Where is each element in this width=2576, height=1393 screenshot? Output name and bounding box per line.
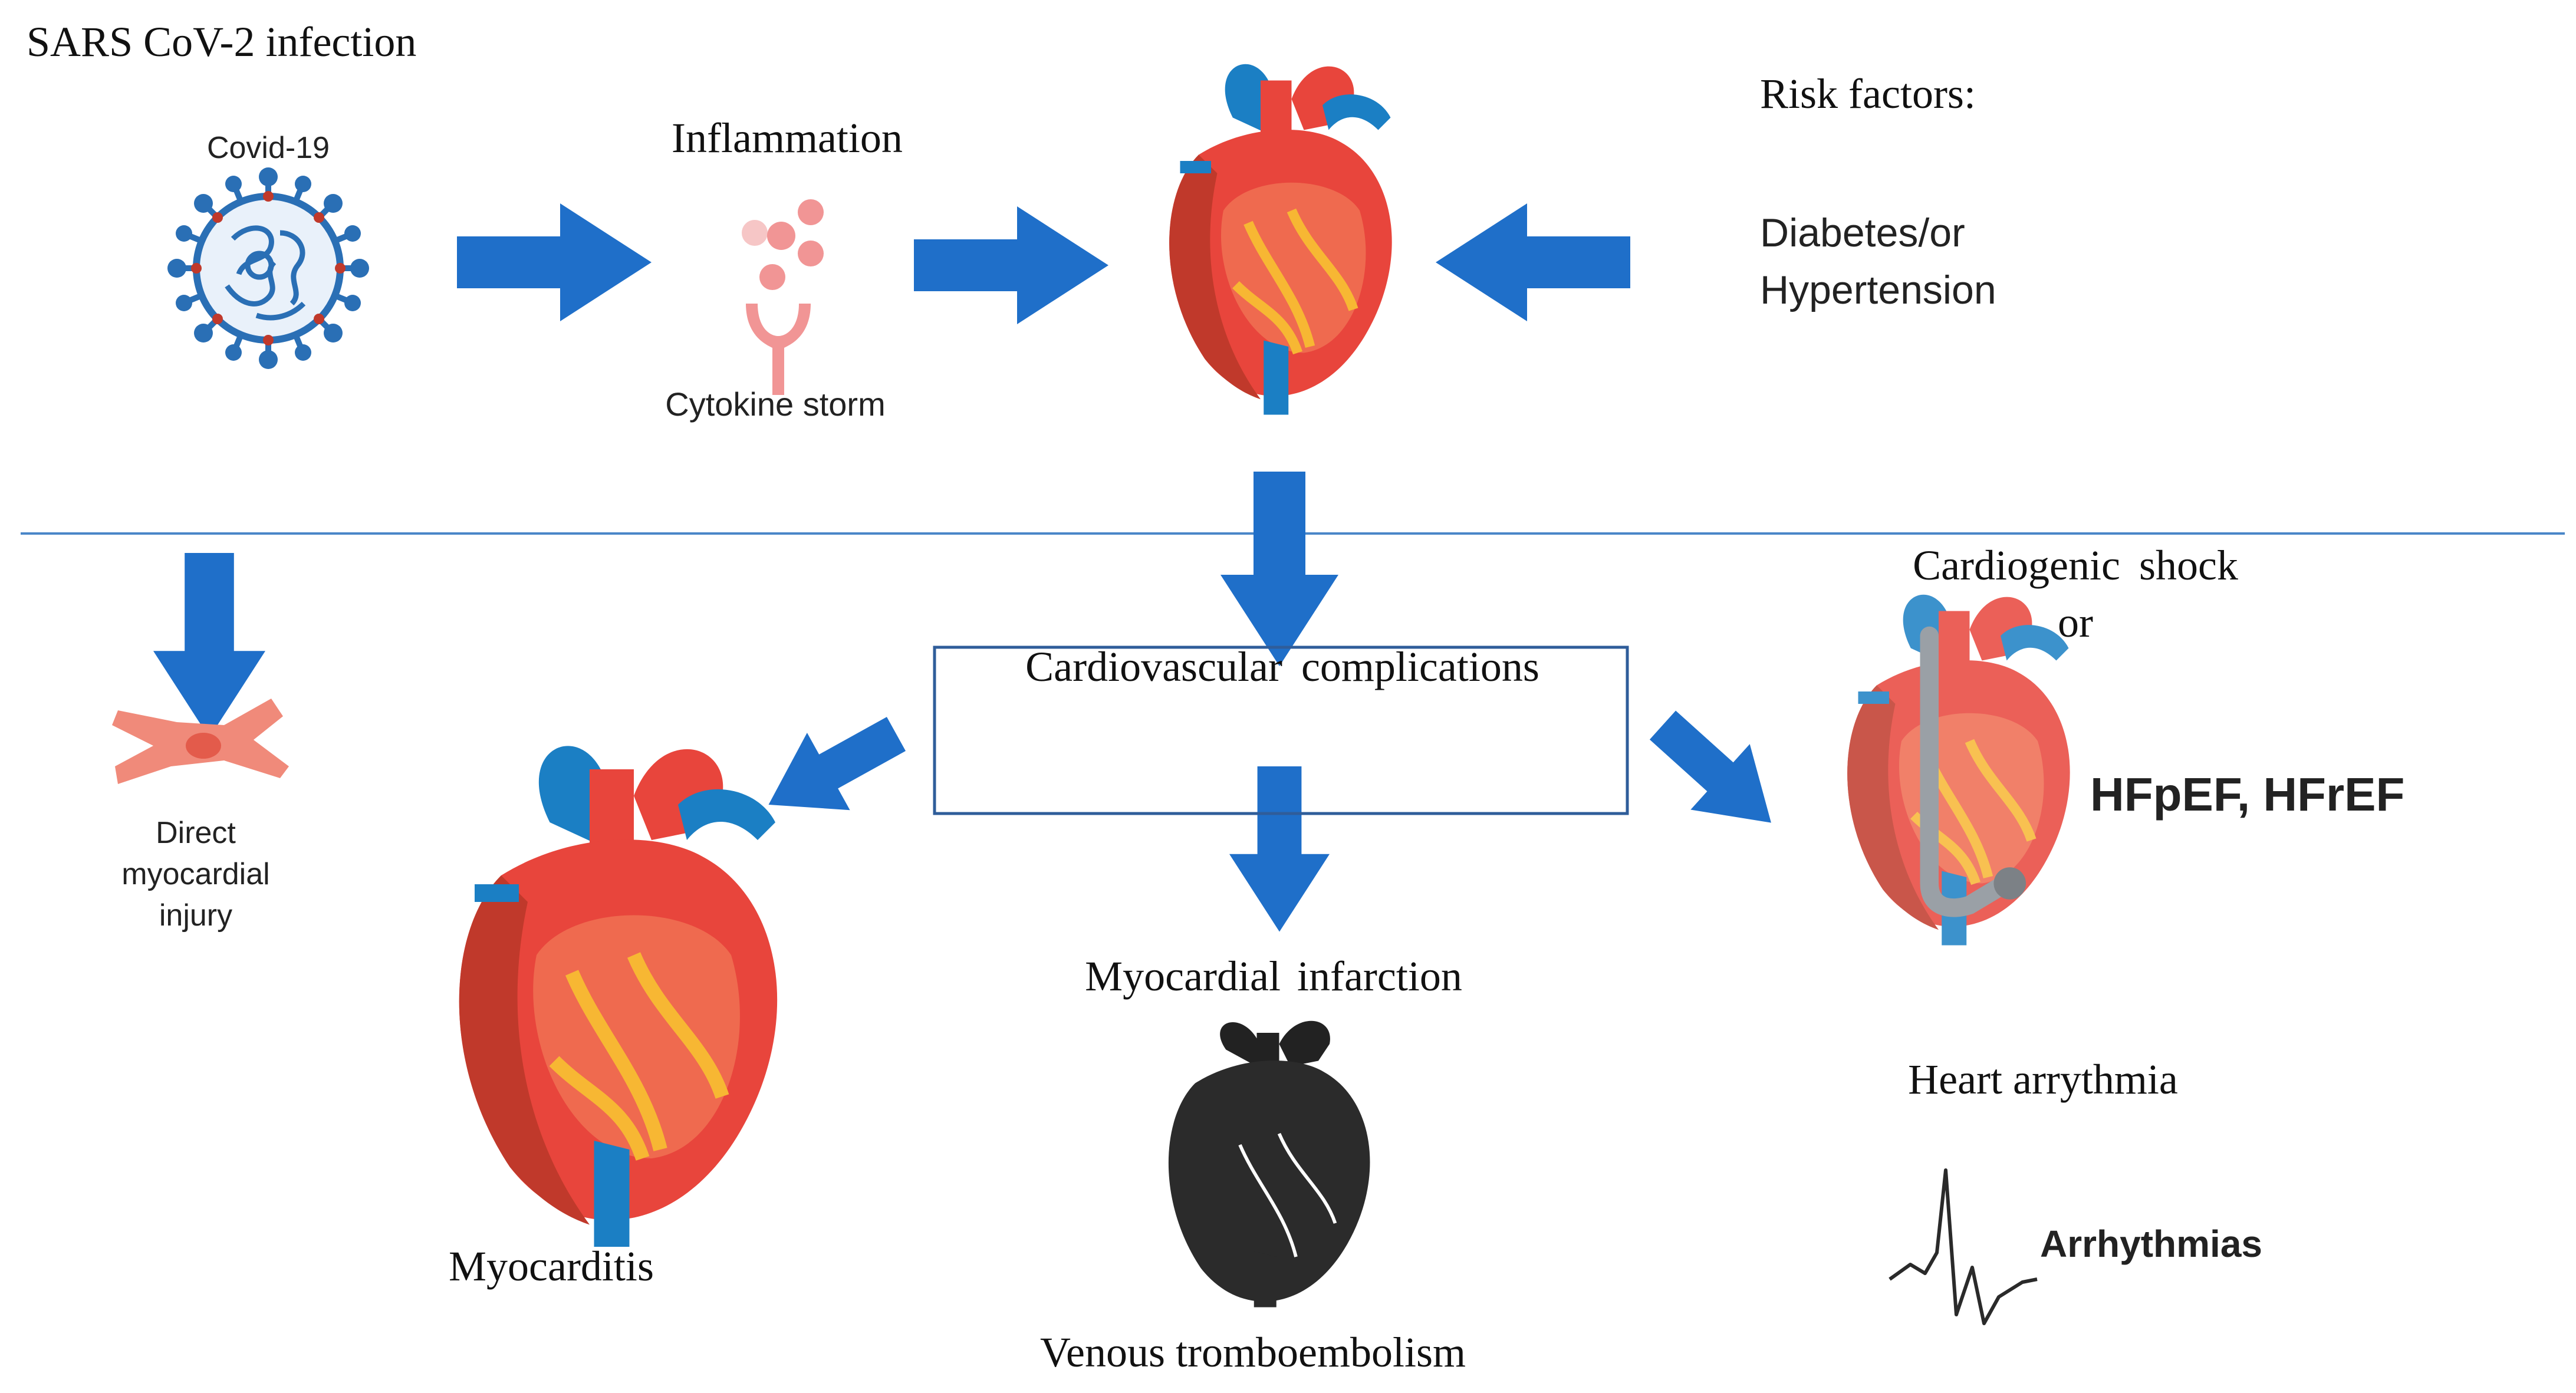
arrow-box-to-infarction [1229,766,1330,932]
inflammation-label: Inflammation [672,114,903,162]
infarction-label: Myocardial infarction [1085,953,1462,1000]
direct-injury-line2: myocardial [121,857,269,891]
arrythmia-label: Heart arrythmia [1908,1056,2178,1103]
vte-label: Venous tromboembolism [1040,1329,1466,1376]
arrow-risk-to-heart [1436,203,1630,321]
complications-box [933,646,1629,815]
shock-or-label: or [2058,599,2093,646]
virus-icon [167,167,369,369]
risk-factors-title: Risk factors: [1760,70,1976,117]
cytokine-label: Cytokine storm [665,386,885,423]
complications-label: Cardiovascular complications [1025,643,1539,690]
myocarditis-heart-icon [459,746,777,1247]
shock-label: Cardiogenic shock [1913,542,2238,589]
hf-label: HFpEF, HFrEF [2090,768,2404,821]
ecg-icon [1889,1168,2038,1325]
risk-factor-hypertension: Hypertension [1760,268,1996,312]
risk-factor-diabetes: Diabetes/or [1760,210,1965,255]
arrow-virus-to-inflammation [457,203,652,321]
arrow-to-direct-injury [153,553,265,738]
cytokine-icon [742,199,824,395]
heart-device-icon [1847,595,2070,946]
arrow-box-to-shock [1633,692,1801,856]
arrhythmias-label: Arrhythmias [2040,1223,2262,1265]
direct-injury-line1: Direct [156,816,236,850]
direct-injury-line3: injury [159,898,232,933]
infection-title: SARS CoV-2 infection [27,18,416,65]
myocarditis-label: Myocarditis [449,1243,654,1290]
arrow-inflammation-to-heart [914,206,1108,324]
black-heart-icon [1168,1020,1370,1308]
heart-icon [1169,64,1392,415]
cardiomyocyte-icon [112,699,289,784]
arrow-heart-to-complications [1220,472,1338,666]
covid-label: Covid-19 [207,131,330,165]
